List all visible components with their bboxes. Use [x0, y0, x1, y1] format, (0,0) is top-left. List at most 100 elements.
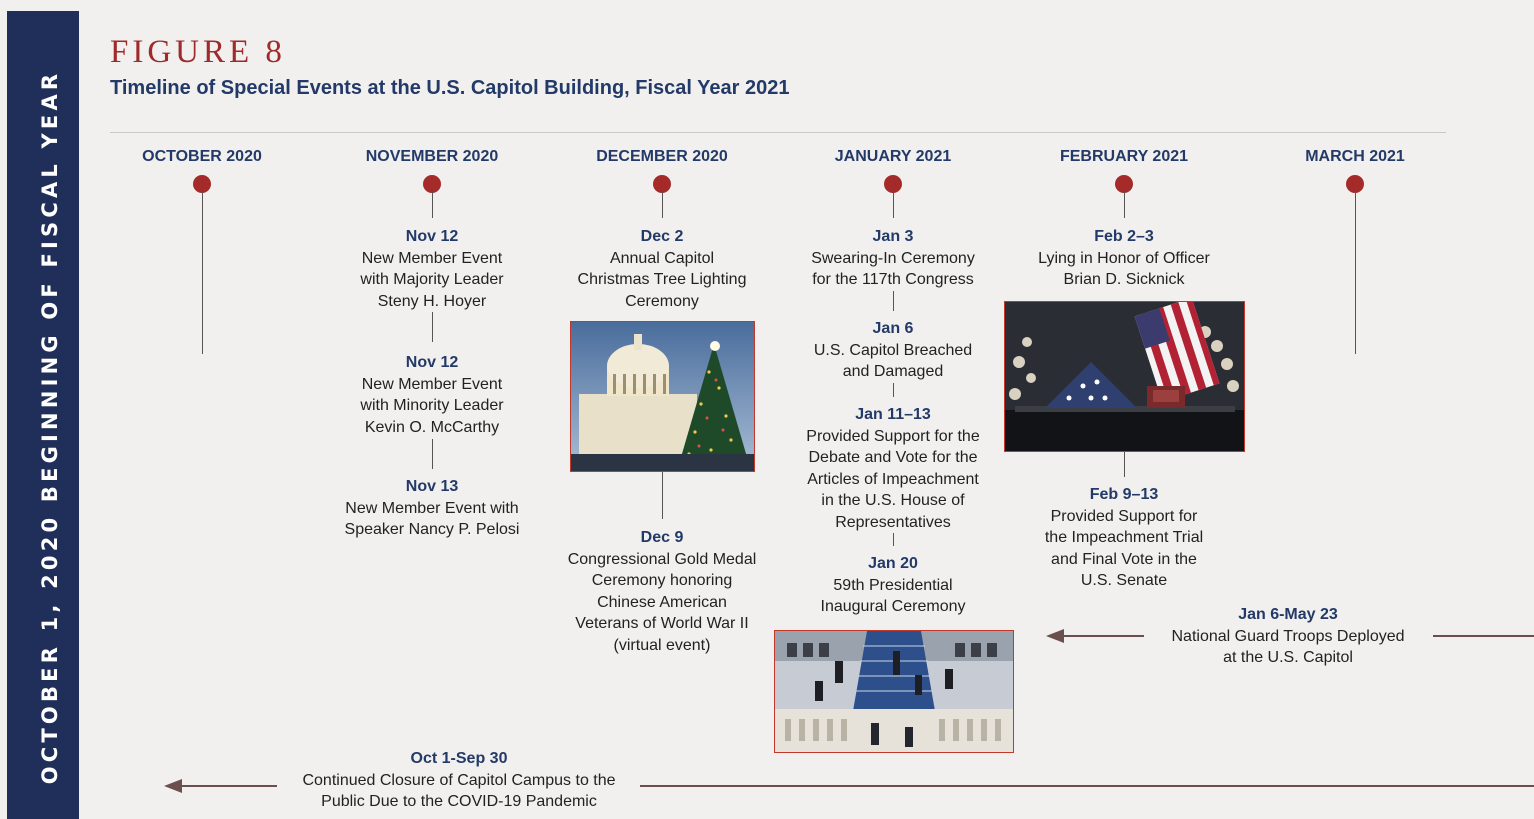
november-connector-2 — [431, 439, 433, 469]
february-connector — [1123, 452, 1125, 477]
event-text: Ceremony — [625, 292, 699, 310]
event-text: New Member Event — [361, 375, 503, 393]
november-connector-1 — [431, 312, 433, 342]
header-rule — [110, 132, 1446, 133]
event-text: Debate and Vote for the — [808, 449, 978, 466]
covid-arrow-head — [164, 779, 182, 793]
sidebar-label: OCTOBER 1, 2020 BEGINNING OF FISCAL YEAR — [38, 69, 62, 785]
event-date: Jan 6 — [872, 320, 914, 337]
january-connector-2 — [892, 383, 894, 397]
timeline-marker-january — [884, 175, 902, 193]
event-text: U.S. Capitol Breached — [813, 341, 973, 359]
january-connector-3 — [892, 533, 894, 546]
event-date: Dec 2 — [640, 228, 684, 245]
guard-arrow-line-right — [1433, 635, 1534, 637]
event-dec2-tree-lighting: Dec 2 Annual Capitol Christmas Tree Ligh… — [547, 226, 777, 312]
figure-label: FIGURE 8 — [110, 34, 286, 70]
timeline-marker-december — [653, 175, 671, 193]
event-text: Veterans of World War II — [575, 615, 749, 632]
guard-arrow-head — [1046, 629, 1064, 643]
event-date: Jan 3 — [872, 228, 914, 245]
figure-title: Timeline of Special Events at the U.S. C… — [110, 77, 790, 99]
event-text: New Member Event with — [345, 499, 519, 517]
event-national-guard: Jan 6-May 23 National Guard Troops Deplo… — [1138, 604, 1438, 669]
event-text: Congressional Gold Medal — [567, 550, 757, 568]
event-jan6-breach: Jan 6 U.S. Capitol Breached and Damaged — [778, 318, 1008, 383]
event-text: Articles of Impeachment — [807, 470, 979, 488]
event-nov12-hoyer: Nov 12 New Member Event with Majority Le… — [317, 226, 547, 312]
event-dec9-gold-medal: Dec 9 Congressional Gold Medal Ceremony … — [547, 527, 777, 656]
event-date: Nov 12 — [405, 228, 459, 245]
march-stem — [1354, 192, 1356, 354]
event-date: Jan 6-May 23 — [1238, 606, 1338, 623]
event-text: Annual Capitol — [609, 249, 715, 267]
event-text: Continued Closure of Capitol Campus to t… — [302, 771, 616, 789]
inaugural-ceremony-photo — [774, 630, 1014, 753]
event-text: with Majority Leader — [360, 271, 504, 288]
event-text: U.S. Senate — [1080, 572, 1168, 589]
event-text: Inaugural Ceremony — [820, 598, 966, 615]
month-march-2021: MARCH 2021 — [1305, 148, 1405, 165]
event-text: with Minority Leader — [360, 397, 504, 414]
event-text: Provided Support for the — [806, 427, 980, 445]
event-text: (virtual event) — [613, 636, 711, 654]
event-date: Jan 20 — [868, 555, 918, 572]
event-text: Public Due to the COVID-19 Pandemic — [321, 793, 597, 810]
month-december-2020: DECEMBER 2020 — [596, 148, 728, 165]
event-text: and Damaged — [842, 363, 944, 380]
event-text: for the 117th Congress — [812, 271, 974, 288]
timeline-marker-november — [423, 175, 441, 193]
event-text: New Member Event — [361, 249, 503, 267]
event-text: Lying in Honor of Officer — [1038, 249, 1210, 267]
february-stem — [1123, 192, 1125, 218]
event-date: Dec 9 — [640, 529, 684, 546]
event-text: Provided Support for — [1050, 507, 1198, 525]
event-text: Swearing-In Ceremony — [811, 249, 975, 267]
sidebar-banner: OCTOBER 1, 2020 BEGINNING OF FISCAL YEAR — [7, 11, 79, 819]
month-november-2020: NOVEMBER 2020 — [365, 148, 499, 165]
event-date: Oct 1-Sep 30 — [410, 750, 508, 767]
capitol-christmas-tree-photo — [570, 321, 755, 472]
event-date: Feb 2–3 — [1094, 228, 1154, 245]
event-text: the Impeachment Trial — [1044, 529, 1204, 546]
event-text: Brian D. Sicknick — [1063, 271, 1185, 288]
event-jan3-swearing-in: Jan 3 Swearing-In Ceremony for the 117th… — [778, 226, 1008, 291]
event-jan20-inauguration: Jan 20 59th Presidential Inaugural Cerem… — [778, 553, 1008, 618]
event-date: Nov 13 — [405, 478, 459, 495]
month-january-2021: JANUARY 2021 — [834, 148, 952, 165]
month-october-2020: OCTOBER 2020 — [142, 148, 262, 165]
event-text: Representatives — [835, 513, 951, 531]
december-stem — [661, 192, 663, 218]
december-connector — [661, 472, 663, 519]
event-text: Christmas Tree Lighting — [577, 271, 747, 288]
october-stem — [201, 192, 203, 354]
event-text: at the U.S. Capitol — [1223, 649, 1353, 666]
event-date: Nov 12 — [405, 354, 459, 371]
event-text: 59th Presidential — [833, 576, 953, 594]
event-text: Ceremony honoring — [591, 572, 733, 589]
november-stem — [431, 192, 433, 218]
event-text: Kevin O. McCarthy — [364, 418, 500, 436]
timeline-marker-march — [1346, 175, 1364, 193]
event-date: Feb 9–13 — [1089, 486, 1159, 503]
event-feb2-lying-in-honor: Feb 2–3 Lying in Honor of Officer Brian … — [1009, 226, 1239, 291]
timeline-marker-october — [193, 175, 211, 193]
event-text: National Guard Troops Deployed — [1171, 627, 1405, 645]
timeline-marker-february — [1115, 175, 1133, 193]
event-text: in the U.S. House of — [821, 492, 965, 509]
january-connector-1 — [892, 291, 894, 311]
event-text: Chinese American — [597, 593, 727, 611]
guard-arrow-line-left — [1062, 635, 1144, 637]
event-nov13-pelosi: Nov 13 New Member Event with Speaker Nan… — [317, 476, 547, 541]
january-stem — [892, 192, 894, 218]
event-text: Steny H. Hoyer — [377, 292, 487, 310]
event-covid-closure: Oct 1-Sep 30 Continued Closure of Capito… — [279, 748, 639, 813]
covid-arrow-line-right — [640, 785, 1534, 787]
covid-arrow-line-left — [180, 785, 277, 787]
event-jan11-impeachment: Jan 11–13 Provided Support for the Debat… — [778, 404, 1008, 533]
event-nov12-mccarthy: Nov 12 New Member Event with Minority Le… — [317, 352, 547, 438]
month-february-2021: FEBRUARY 2021 — [1059, 148, 1189, 165]
flag-ceremony-photo — [1004, 301, 1245, 452]
event-feb9-impeachment-trial: Feb 9–13 Provided Support for the Impeac… — [1009, 484, 1239, 592]
event-text: Speaker Nancy P. Pelosi — [344, 521, 520, 538]
